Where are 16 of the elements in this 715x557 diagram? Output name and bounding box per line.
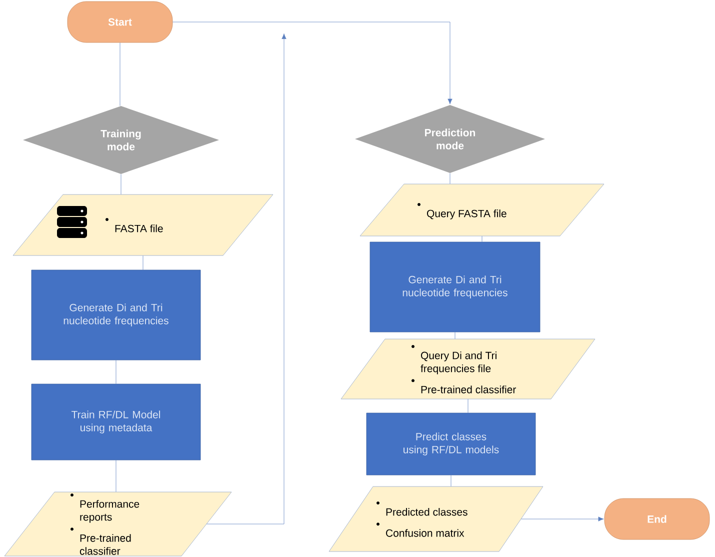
connector-line (454, 332, 456, 339)
data-parallelogram: Performance reports Pre-trained classifier (4, 492, 232, 556)
connector-line (450, 475, 452, 486)
data-parallelogram: Predicted classes Confusion matrix (328, 486, 544, 552)
arrow (521, 516, 604, 522)
connector-line (120, 174, 122, 194)
data-parallelogram: FASTA file (12, 194, 274, 256)
connector-line (142, 256, 144, 270)
arrow (206, 34, 286, 524)
arrow (172, 22, 452, 104)
data-parallelogram: Query FASTA file (360, 184, 604, 236)
process-box: Generate Di and Tri nucleotide frequencies (31, 270, 201, 360)
data-parallelogram: Query Di and Tri frequencies file Pre-trained classifier (340, 338, 596, 400)
process-box: Predict classes using RF/DL models (366, 412, 536, 476)
process-box: Train RF/DL Model using metadata (31, 384, 201, 460)
process-box: Generate Di and Tri nucleotide frequencies (370, 242, 540, 332)
